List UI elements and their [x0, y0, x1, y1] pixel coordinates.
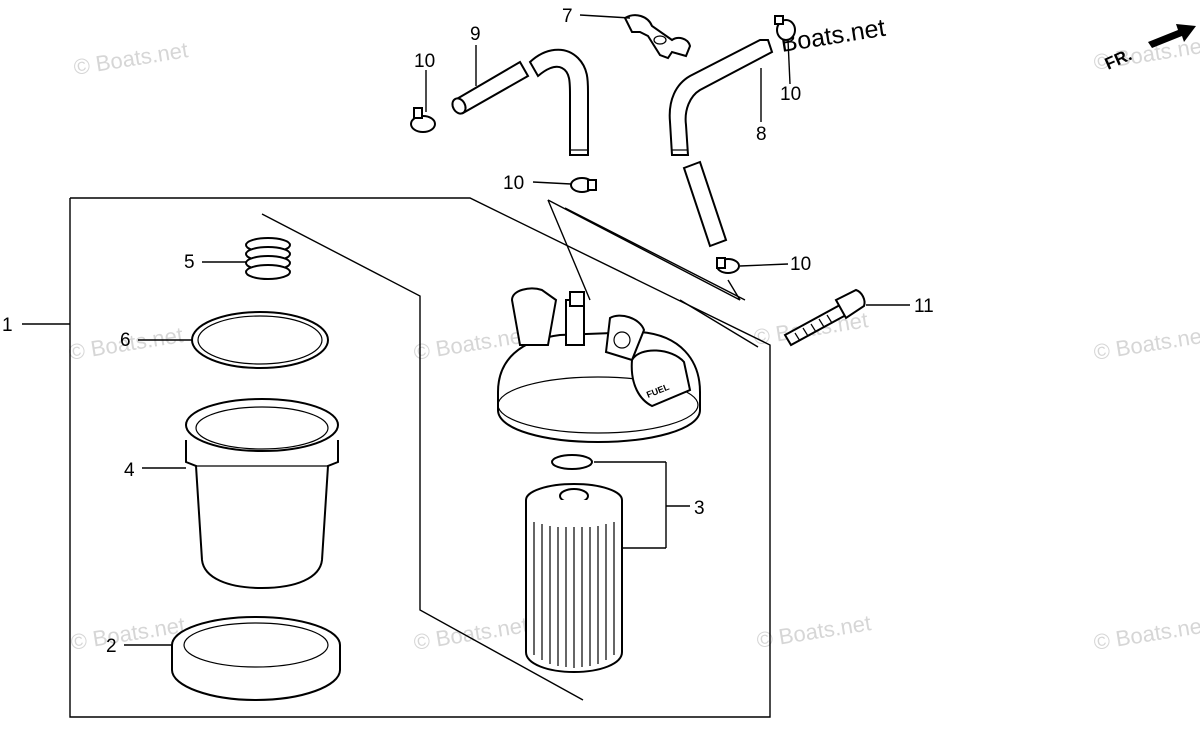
callout-9: 9 [470, 24, 481, 45]
watermark: © Boats.net [72, 37, 190, 80]
callout-2: 2 [106, 636, 117, 657]
callout-10: 10 [414, 51, 435, 72]
watermark: © Boats.net [1092, 322, 1200, 365]
part-ring-nut [171, 616, 341, 702]
part-hose-clips [410, 15, 796, 274]
callout-11: 11 [914, 296, 934, 317]
part-spring [245, 237, 291, 280]
callout-7: 7 [562, 6, 573, 27]
part-bolt [783, 288, 866, 347]
callout-leaders [22, 14, 910, 646]
part-o-ring [191, 311, 329, 369]
hose-clip-icon [410, 107, 436, 133]
part-hose-holder [623, 14, 692, 60]
part-filter-bowl [185, 398, 339, 590]
hose-clip-icon [774, 15, 796, 41]
part-fuel-hose-short [451, 60, 530, 115]
callout-6: 6 [120, 330, 131, 351]
callout-8: 8 [756, 124, 767, 145]
watermark: © Boats.net [412, 612, 530, 655]
watermark-brand: Boats.net [779, 14, 888, 58]
part-filter-element [525, 454, 623, 674]
callout-3: 3 [694, 498, 705, 519]
callout-labels: 1 2 3 4 5 6 7 8 9 10 10 10 10 11 [2, 6, 934, 657]
hose-clip-icon [716, 257, 740, 274]
callout-1: 1 [2, 315, 13, 336]
filter-pleats [533, 522, 615, 668]
watermark: © Boats.net [1092, 612, 1200, 655]
callout-10: 10 [780, 84, 801, 105]
part-elbow-hose-right [668, 39, 774, 156]
assembly-frame [69, 197, 771, 718]
part-fuel-hose-long [682, 160, 728, 248]
hose-clip-icon [570, 177, 597, 193]
callout-4: 4 [124, 460, 135, 481]
watermark: © Boats.net [69, 612, 187, 655]
part-elbow-hose-left [528, 48, 589, 156]
callout-10: 10 [503, 173, 524, 194]
callout-5: 5 [184, 252, 195, 273]
part-filter-head: FUEL [497, 287, 701, 444]
callout-10: 10 [790, 254, 811, 275]
front-arrow-icon [1148, 24, 1196, 48]
watermark: © Boats.net [755, 610, 873, 653]
